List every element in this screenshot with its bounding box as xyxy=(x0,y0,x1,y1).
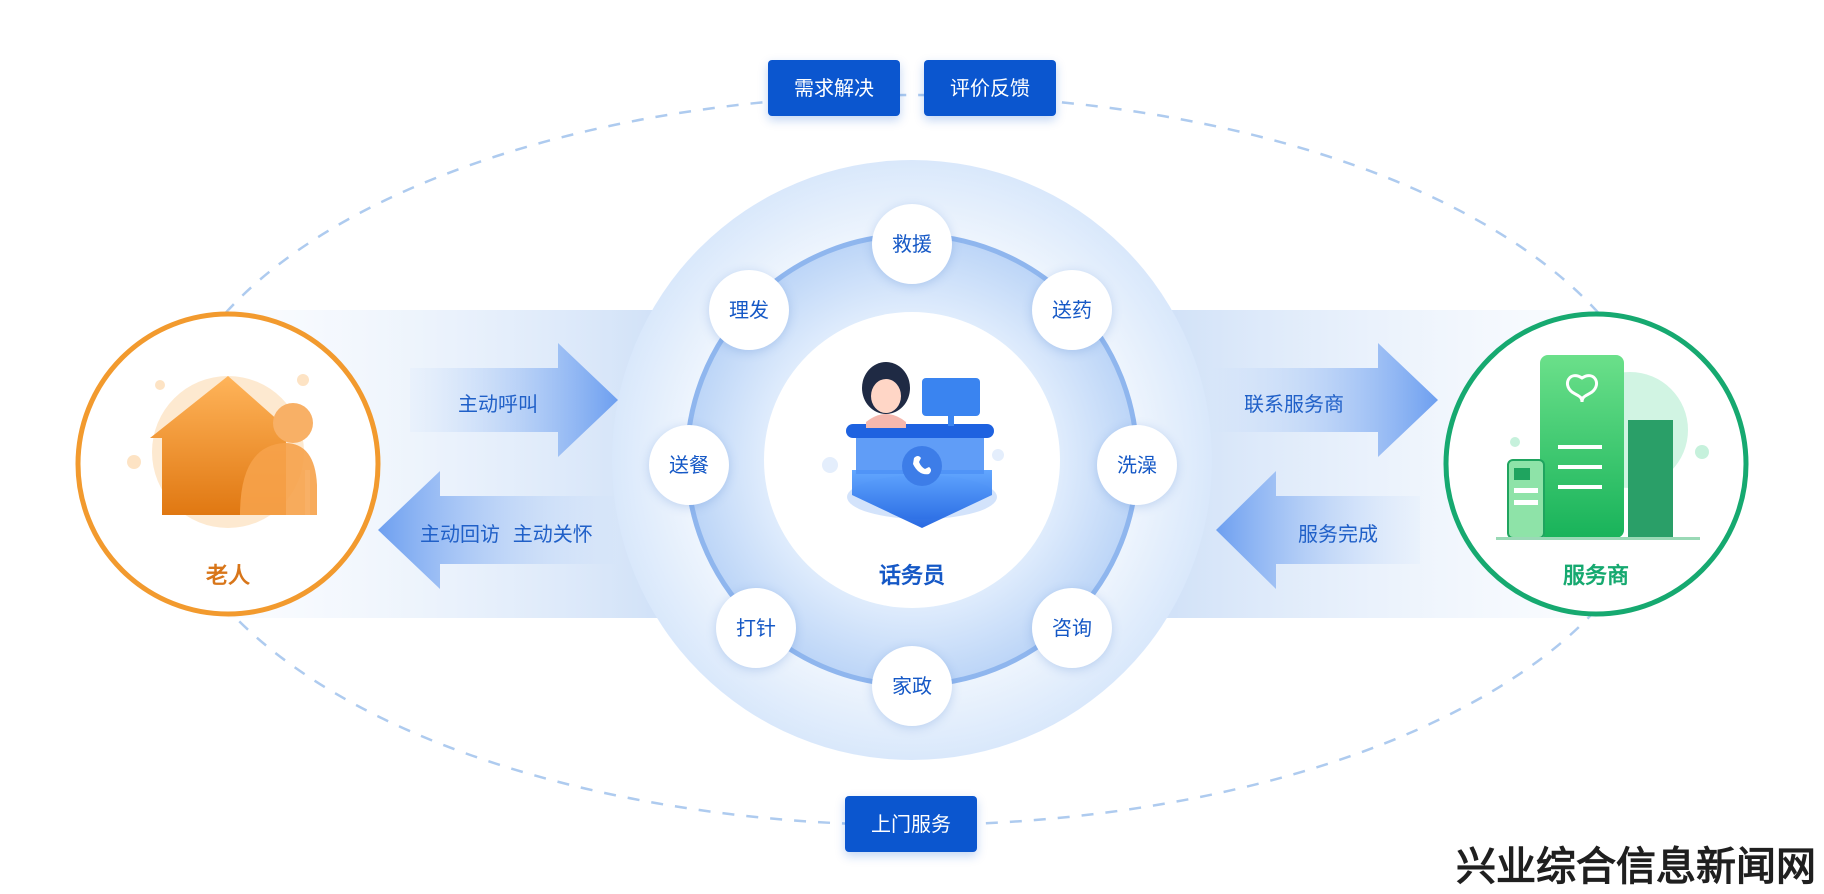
service-node-meal: 送餐 xyxy=(649,425,729,505)
service-node-housekeeping: 家政 xyxy=(872,646,952,726)
service-node-consult: 咨询 xyxy=(1032,588,1112,668)
contact-provider-arrow xyxy=(1210,343,1438,457)
revisit-care-label: 主动回访 主动关怀 xyxy=(420,522,593,546)
contact-provider-label: 联系服务商 xyxy=(1244,392,1344,416)
call-out-label: 主动呼叫 xyxy=(458,392,538,416)
service-complete-arrow xyxy=(1216,471,1420,589)
watermark: 兴业综合信息新闻网 xyxy=(1456,844,1816,890)
provider-buildings-illustration xyxy=(1496,355,1709,540)
home-service-tag: 上门服务 xyxy=(845,796,977,852)
feedback-tag: 评价反馈 xyxy=(924,60,1056,116)
elder-label: 老人 xyxy=(205,564,250,589)
service-node-injection: 打针 xyxy=(716,588,796,668)
provider-label: 服务商 xyxy=(1562,564,1629,589)
service-complete-label: 服务完成 xyxy=(1298,522,1378,546)
demand-solved-tag: 需求解决 xyxy=(768,60,900,116)
elder-house-illustration xyxy=(127,374,317,528)
revisit-arrow xyxy=(378,471,620,589)
call-out-arrow xyxy=(410,343,618,457)
service-node-rescue: 救援 xyxy=(872,204,952,284)
operator-illustration xyxy=(822,362,1004,528)
service-node-haircut: 理发 xyxy=(709,270,789,350)
service-node-medicine: 送药 xyxy=(1032,270,1112,350)
operator-label: 话务员 xyxy=(878,564,945,589)
service-node-bath: 洗澡 xyxy=(1097,425,1177,505)
